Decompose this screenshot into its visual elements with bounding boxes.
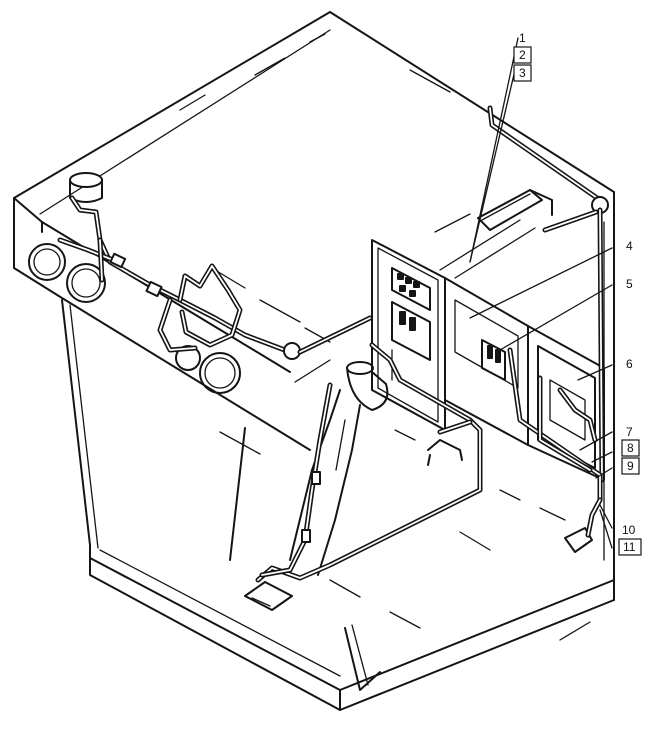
- cab-left-wall: [61, 299, 91, 546]
- gauge-mid: [175, 345, 201, 371]
- callout-11: 11: [623, 540, 636, 554]
- gauge-left: [28, 243, 66, 281]
- dome-lamp: [477, 189, 543, 231]
- callout-9: 9: [627, 459, 634, 473]
- cab-floor: [89, 544, 615, 711]
- cab-front-face: [13, 197, 311, 451]
- gauge-lower: [199, 352, 241, 394]
- floor-bracket-left: [244, 581, 293, 611]
- callout-4: 4: [626, 239, 633, 253]
- callout-5: 5: [626, 277, 633, 291]
- cab-body: [13, 11, 615, 711]
- callout-8: 8: [627, 441, 634, 455]
- callout-7: 7: [626, 425, 633, 439]
- cab-roof: [13, 11, 615, 199]
- floor-bracket-right: [564, 527, 593, 553]
- main-harness: [244, 342, 603, 611]
- dash-harness: [57, 195, 373, 360]
- callout-6: 6: [626, 357, 633, 371]
- callout-2: 2: [519, 48, 526, 62]
- callout-labels: 1 2 3 4 5 6 7 8 9 10 11: [513, 31, 642, 556]
- leader-lines: [469, 37, 613, 549]
- gauge-right: [66, 263, 106, 303]
- callout-3: 3: [519, 66, 526, 80]
- callout-1: 1: [519, 31, 526, 45]
- callout-10: 10: [622, 523, 636, 537]
- dashboard-gauges: [28, 172, 241, 394]
- dash-cylinder: [69, 172, 103, 188]
- back-wall-panels: [371, 105, 609, 483]
- fuse-panel: [444, 277, 529, 446]
